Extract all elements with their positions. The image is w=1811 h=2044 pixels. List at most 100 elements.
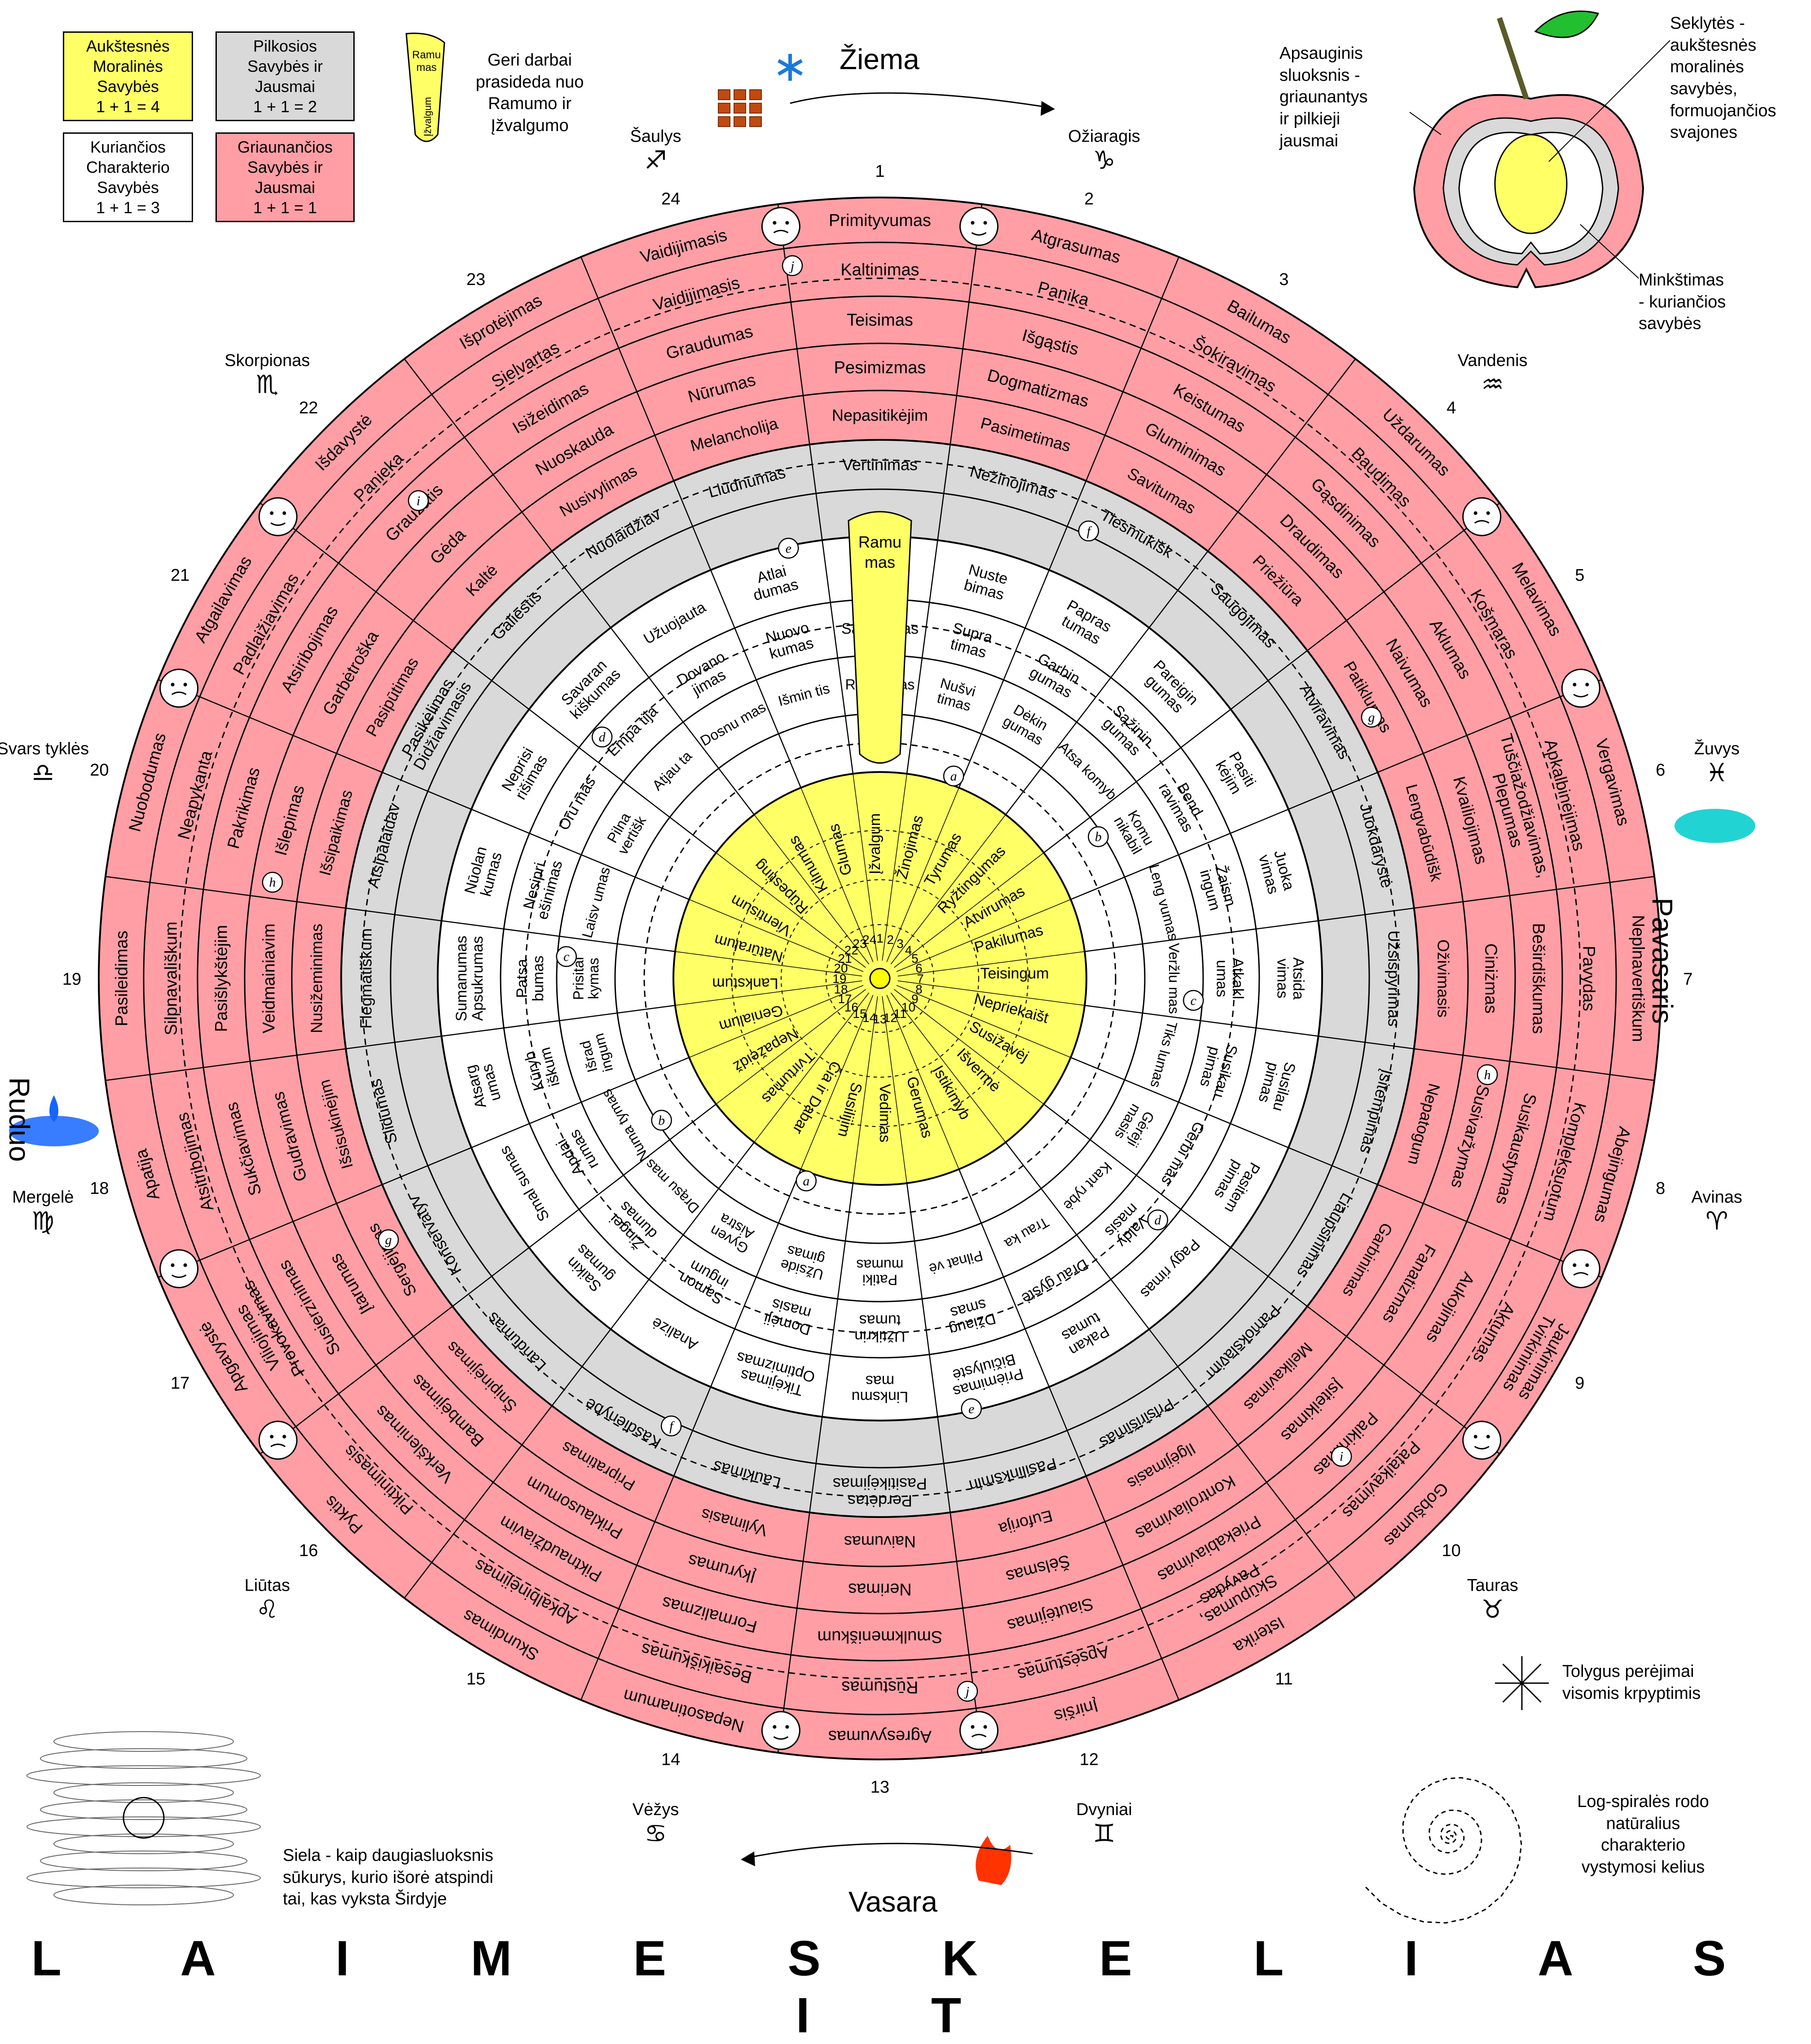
ring-label: Patsa xyxy=(514,959,531,998)
hour-number: 21 xyxy=(171,566,189,585)
hour-number: 5 xyxy=(1575,566,1584,585)
note-line: svajones xyxy=(1670,123,1737,142)
ring-label-group: Teisimas xyxy=(847,311,913,329)
ring-label: mas xyxy=(866,1372,894,1389)
sector-spoke xyxy=(1005,358,1356,815)
ring-label: Pasileidimas xyxy=(112,930,131,1026)
guide-letter: j xyxy=(964,1684,969,1699)
center-spoke xyxy=(716,852,866,968)
ring-label-group: Primityvumas xyxy=(829,211,931,230)
face-eye xyxy=(1573,1263,1577,1267)
legend-line: Moralinės xyxy=(92,57,163,75)
legend-drop-text: Ramu xyxy=(412,49,441,61)
note-line: ir pilkieji xyxy=(1279,109,1341,128)
face-eye xyxy=(1486,511,1490,515)
note-line: jausmai xyxy=(1279,131,1338,150)
apple-leaf-icon xyxy=(1534,10,1600,38)
ring-label-group: Nusižeminimas xyxy=(308,924,326,1033)
vortex-core xyxy=(123,1797,165,1839)
center-number: 2 xyxy=(887,933,894,947)
face-icon xyxy=(159,668,199,708)
zodiac-symbol-icon: ♈ xyxy=(1706,1207,1728,1236)
center-number: 14 xyxy=(862,1011,876,1025)
ramumas-drop xyxy=(848,511,912,764)
ring-label-group: Vertinimas xyxy=(842,456,918,474)
legend-line: Aukštesnės xyxy=(86,37,170,55)
ramumas-drop-text: mas xyxy=(865,553,895,571)
ring-label-group: Pavydas xyxy=(1579,946,1598,1011)
sector-spoke xyxy=(404,1142,755,1599)
rock-icon xyxy=(749,103,762,114)
ring-label: Kaltinimas xyxy=(840,260,919,279)
dashed-guide xyxy=(360,459,1399,1498)
zodiac-name: Tauras xyxy=(1467,1576,1518,1595)
guide-letter-marker xyxy=(796,1170,817,1192)
hour-number: 20 xyxy=(90,761,109,780)
ring-label: Atsida xyxy=(1290,957,1307,1000)
guide-letter-marker xyxy=(378,1229,399,1250)
sector-spoke xyxy=(1070,1057,1602,1278)
ring-label: Vertinimas xyxy=(842,456,918,474)
legend-line: Pilkosios xyxy=(253,37,317,55)
ring-label: Teisimas xyxy=(847,311,913,329)
legend-line: Savybės xyxy=(97,77,159,96)
sector-spoke xyxy=(580,1169,802,1701)
hour-number: 9 xyxy=(1575,1374,1584,1393)
face-icon xyxy=(1561,1249,1600,1289)
guide-letter-marker xyxy=(1361,706,1382,728)
center-number: 7 xyxy=(917,972,924,986)
legend-grey: Pilkosios Savybės ir Jausmai 1 + 1 = 2 xyxy=(215,31,355,121)
transition-arrow-icon xyxy=(1502,1682,1523,1703)
legend-line: Jausmai xyxy=(255,77,316,96)
sector-spoke xyxy=(777,204,854,774)
note-line: vystymosi kelius xyxy=(1581,1857,1705,1877)
note-line: moralinės xyxy=(1670,57,1744,77)
center-spoke xyxy=(800,787,874,962)
guide-letter-marker xyxy=(1088,826,1109,847)
ring-label: Linksmu xyxy=(852,1388,909,1405)
note-line: griaunantys xyxy=(1279,88,1368,107)
center-word: Lankstum xyxy=(712,975,778,992)
hour-number: 13 xyxy=(870,1778,889,1797)
center-spoke xyxy=(675,951,862,977)
guide-letter: d xyxy=(1154,1213,1161,1228)
ring-label: kymas xyxy=(585,958,602,999)
zodiac-symbol-icon: ♓ xyxy=(1706,758,1728,787)
hour-number: 24 xyxy=(661,189,680,208)
note-line: savybės xyxy=(1639,314,1701,333)
ring-label: umas xyxy=(1213,960,1230,997)
sector-spoke xyxy=(906,1183,983,1753)
ring-label: Smulkmeniškum xyxy=(818,1627,943,1646)
legend-line: Savybės ir xyxy=(247,158,323,176)
sector-spoke xyxy=(1070,679,1602,900)
log-spiral-note: Log-spiralės rodo natūralius charakterio… xyxy=(1544,1791,1742,1878)
ring-label-group: Oživimasis xyxy=(1434,939,1452,1018)
legend-line: Savybės ir xyxy=(247,57,323,75)
face-eye xyxy=(1585,683,1589,687)
hour-number: 8 xyxy=(1656,1179,1665,1198)
ring-label: tumas xyxy=(859,1311,901,1329)
center-spoke xyxy=(716,989,866,1105)
rock-icon xyxy=(749,89,762,100)
sector-spoke xyxy=(105,876,676,952)
ring-label: Nerimas xyxy=(848,1580,911,1599)
apple-protective-layer-note: Apsauginis sluoksnis - griaunantys ir pi… xyxy=(1279,43,1423,152)
hour-number: 16 xyxy=(299,1541,318,1560)
center-spoke xyxy=(897,951,1085,977)
ring-label: Veržlu mas xyxy=(1166,943,1182,1014)
guide-letter-marker xyxy=(1147,1209,1169,1231)
guide-letter-marker xyxy=(660,1415,682,1437)
face-eye xyxy=(171,683,175,687)
ring-label-group: Naivumas xyxy=(844,1532,916,1551)
center-spoke xyxy=(894,852,1044,968)
ring-label: bumas xyxy=(530,956,547,1001)
guide-letter: b xyxy=(1095,829,1102,844)
sector-spoke xyxy=(259,1104,716,1455)
face-eye xyxy=(1486,1434,1490,1439)
ring-label-group: Agresyvumas xyxy=(828,1727,932,1746)
rock-icon xyxy=(734,116,746,127)
